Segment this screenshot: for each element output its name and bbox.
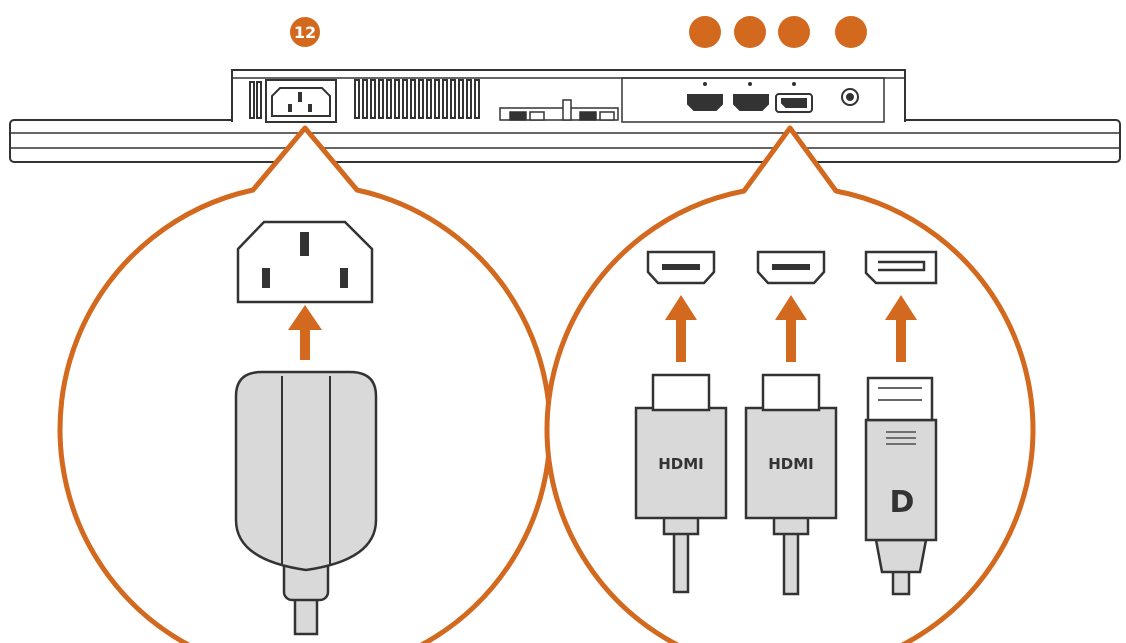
arrow-up-icon <box>885 295 917 362</box>
vent-slot <box>466 79 472 119</box>
displayport-logo-text: D <box>890 485 915 520</box>
callout-video-3 <box>778 16 810 48</box>
displayport-port-small <box>775 93 813 113</box>
arrow-up-icon <box>665 295 697 362</box>
vent-slot <box>370 79 376 119</box>
hdmi-port-2-large <box>756 250 826 285</box>
hdmi-logo-text: HDMI <box>658 455 704 473</box>
displayport-logo-icon: D <box>890 485 915 520</box>
hdmi-port-2-small <box>733 94 769 111</box>
vent-slot <box>402 79 408 119</box>
hdmi-port-1-large <box>646 250 716 285</box>
vent-slot <box>394 79 400 119</box>
displayport-port-large <box>864 250 938 285</box>
power-zoom-bubble <box>57 125 553 643</box>
kensington-bracket <box>499 99 619 121</box>
power-inlet-small <box>265 79 337 123</box>
vent-slot <box>354 79 360 119</box>
vent-slot <box>434 79 440 119</box>
vent-slot <box>378 79 384 119</box>
power-socket-large <box>236 220 374 304</box>
power-plug-icon <box>234 370 378 636</box>
video-zoom-bubble: HDMI HDMI D <box>544 125 1036 643</box>
callout-video-1 <box>689 16 721 48</box>
vent-slot <box>426 79 432 119</box>
vent-slot <box>386 79 392 119</box>
arrow-up-icon <box>775 295 807 362</box>
callout-power: 12 <box>290 17 320 47</box>
vent-slot <box>418 79 424 119</box>
vent-slot <box>249 81 255 119</box>
vent-slot <box>458 79 464 119</box>
vent-slot <box>442 79 448 119</box>
vent-slot <box>362 79 368 119</box>
callout-number: 12 <box>294 23 316 42</box>
callout-video-2 <box>734 16 766 48</box>
callout-video-ports <box>689 16 867 48</box>
vent-slot <box>474 79 480 119</box>
audio-port-small <box>841 88 859 106</box>
vent-slot <box>256 81 262 119</box>
callout-audio <box>835 16 867 48</box>
rear-ports <box>687 82 859 113</box>
hdmi-cable-2-icon: HDMI <box>744 373 838 596</box>
vent-slot <box>450 79 456 119</box>
vent-grill <box>249 79 480 119</box>
hdmi-cable-1-icon: HDMI <box>634 373 728 594</box>
vent-slot <box>410 79 416 119</box>
arrow-up-icon <box>288 305 322 360</box>
hdmi-logo-text: HDMI <box>768 455 814 473</box>
displayport-cable-icon: D <box>864 376 938 596</box>
hdmi-port-1-small <box>687 94 723 111</box>
